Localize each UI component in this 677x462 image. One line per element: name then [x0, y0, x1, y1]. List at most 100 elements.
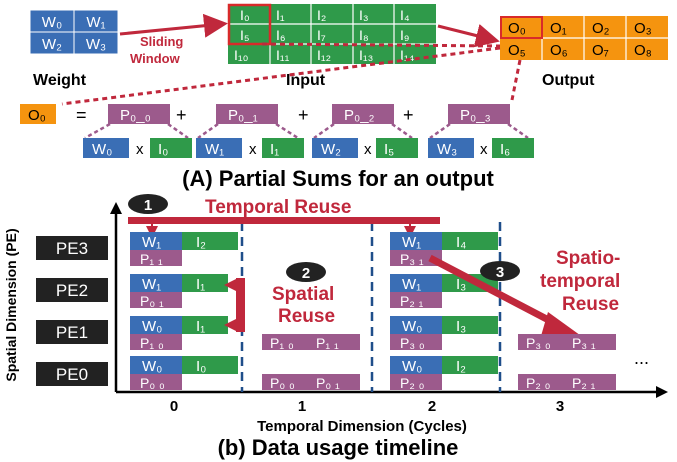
sliding-window-line2: Window: [130, 51, 181, 66]
pe-label: PE0: [56, 365, 88, 384]
weight-cell: W₃: [86, 36, 106, 53]
output-label: Output: [542, 72, 595, 89]
eq-times: x: [249, 141, 257, 158]
output-o0-highlight: [500, 16, 543, 39]
cycle-0: W₁ I₂ P₁ ₁ W₁ I₁ P₀ ₁ W₀ I₁ P₁ ₀ W₀ I₀ P…: [130, 232, 238, 391]
input-cell: I₄: [400, 7, 410, 23]
marker-3-label: 3: [496, 264, 504, 281]
caption-b: (b) Data usage timeline: [218, 435, 459, 460]
eq-times: x: [364, 141, 372, 158]
pe-label: PE1: [56, 323, 88, 342]
cycle-tick: 3: [556, 398, 564, 415]
input-cell: I₁₀: [234, 47, 249, 63]
output-cell: O₅: [508, 42, 526, 59]
cycle-tick: 0: [170, 398, 178, 415]
sliding-arrow: [119, 13, 228, 38]
temporal-reuse-label: Temporal Reuse: [205, 197, 351, 218]
input-cell: I₇: [317, 27, 326, 43]
eq-times: x: [136, 141, 144, 158]
pe-psum: P₂ ₀: [400, 375, 425, 391]
pe-weight: W₀: [402, 318, 422, 335]
input-cell: I₆: [276, 27, 286, 43]
output-cell: O₃: [634, 20, 652, 37]
eq-weight: W₁: [205, 141, 224, 158]
input-cell: I₁₄: [400, 47, 415, 63]
pe-psum: P₁ ₀: [270, 335, 294, 351]
spatiotemporal-line2: temporal: [540, 271, 620, 292]
eq-lhs: O₀: [28, 107, 46, 124]
input-matrix: I₀ I₁ I₂ I₃ I₄ I₅ I₆ I₇ I₈ I₉ I₁₀ I₁₁ I₁…: [227, 3, 436, 64]
input-cell: I₃: [359, 7, 369, 23]
cycle-3: P₃ ₀ P₃ ₁ P₂ ₀ P₂ ₁: [518, 334, 616, 391]
cycle-2: W₁ I₄ P₃ ₁ W₁ I₃ P₂ ₁ W₀ I₃ P₃ ₀ W₀ I₂ P…: [390, 232, 498, 391]
pe-input: I₃: [456, 318, 466, 335]
output-to-eq-dotted-right: [510, 59, 522, 101]
pe-psum: P₃ ₁: [572, 335, 596, 351]
pe-weight: W₀: [402, 358, 422, 375]
eq-input: I₅: [384, 141, 394, 158]
pe-psum: P₁ ₁: [316, 335, 339, 351]
marker-2-label: 2: [302, 265, 310, 282]
eq-weight: W₂: [321, 141, 341, 158]
spatiotemporal-line3: Reuse: [562, 294, 619, 315]
sliding-window-line1: Sliding: [140, 34, 183, 49]
input-cell: I₂: [317, 7, 326, 23]
input-label: Input: [286, 72, 326, 89]
ellipsis: ...: [634, 348, 649, 368]
pe-weight: W₁: [402, 276, 421, 293]
pe-input: I₃: [456, 276, 466, 293]
cycle-tick: 2: [428, 398, 436, 415]
pe-psum: P₀ ₁: [140, 293, 164, 309]
output-to-eq-dotted-left: [61, 46, 501, 106]
timeline-xlabel: Temporal Dimension (Cycles): [257, 418, 467, 435]
pe-weight: W₁: [142, 276, 161, 293]
spatial-reuse-bracket: [236, 278, 245, 332]
input-cell: I₁₂: [317, 47, 331, 63]
pe-psum: P₁ ₁: [140, 251, 163, 267]
pe-psum: P₃ ₀: [526, 335, 551, 351]
pe-input: I₂: [456, 358, 466, 375]
pe-psum: P₃ ₁: [400, 251, 424, 267]
eq-partial-sum: P₀_₁: [228, 107, 258, 124]
eq-input: I₀: [158, 141, 168, 158]
eq-plus: +: [176, 105, 187, 125]
output-cell: O₇: [592, 42, 609, 59]
weight-label: Weight: [33, 72, 87, 89]
pe-input: I₄: [456, 234, 466, 251]
spatiotemporal-arrow: [428, 254, 562, 330]
eq-partial-sum: P₀_₃: [460, 107, 491, 124]
pe-psum: P₀ ₀: [140, 375, 165, 391]
eq-weight: W₃: [437, 141, 457, 158]
pe-psum: P₂ ₁: [572, 375, 596, 391]
pe-weight: W₀: [142, 318, 162, 335]
output-cell: O₆: [550, 42, 568, 59]
input-cell: I₁₁: [276, 47, 290, 63]
weight-cell: W₂: [42, 36, 62, 53]
pe-psum: P₂ ₀: [526, 375, 551, 391]
spatiotemporal-line1: Spatio-: [556, 248, 620, 269]
input-cell: I₁₃: [359, 47, 373, 63]
output-cell: O₁: [550, 20, 567, 37]
eq-times: x: [480, 141, 488, 158]
eq-equals: =: [76, 105, 87, 125]
pe-label: PE3: [56, 239, 88, 258]
timeline-ylabel: Spatial Dimension (PE): [3, 228, 19, 381]
marker-2: [286, 262, 326, 282]
pe-labels: PE3 PE2 PE1 PE0: [36, 236, 108, 386]
equation: O₀ = P₀_₀ W₀ x I₀ + P₀_₁ W₁ x I₁ + P₀_₂ …: [20, 104, 534, 158]
input-cell: I₀: [240, 7, 250, 23]
input-cell: I₈: [359, 27, 369, 43]
pe-psum: P₂ ₁: [400, 293, 424, 309]
compute-arrow: [437, 23, 500, 48]
input-cell: I₁: [276, 7, 285, 23]
pe-label: PE2: [56, 281, 88, 300]
spatial-reuse-line2: Reuse: [278, 306, 335, 327]
weight-matrix: W₀ W₁ W₂ W₃: [29, 9, 119, 55]
pe-psum: P₃ ₀: [400, 335, 425, 351]
eq-plus: +: [298, 105, 309, 125]
output-cell: O₈: [634, 42, 652, 59]
output-matrix: O₀ O₁ O₂ O₃ O₅ O₆ O₇ O₈: [500, 16, 668, 60]
pe-psum: P₀ ₁: [316, 375, 340, 391]
